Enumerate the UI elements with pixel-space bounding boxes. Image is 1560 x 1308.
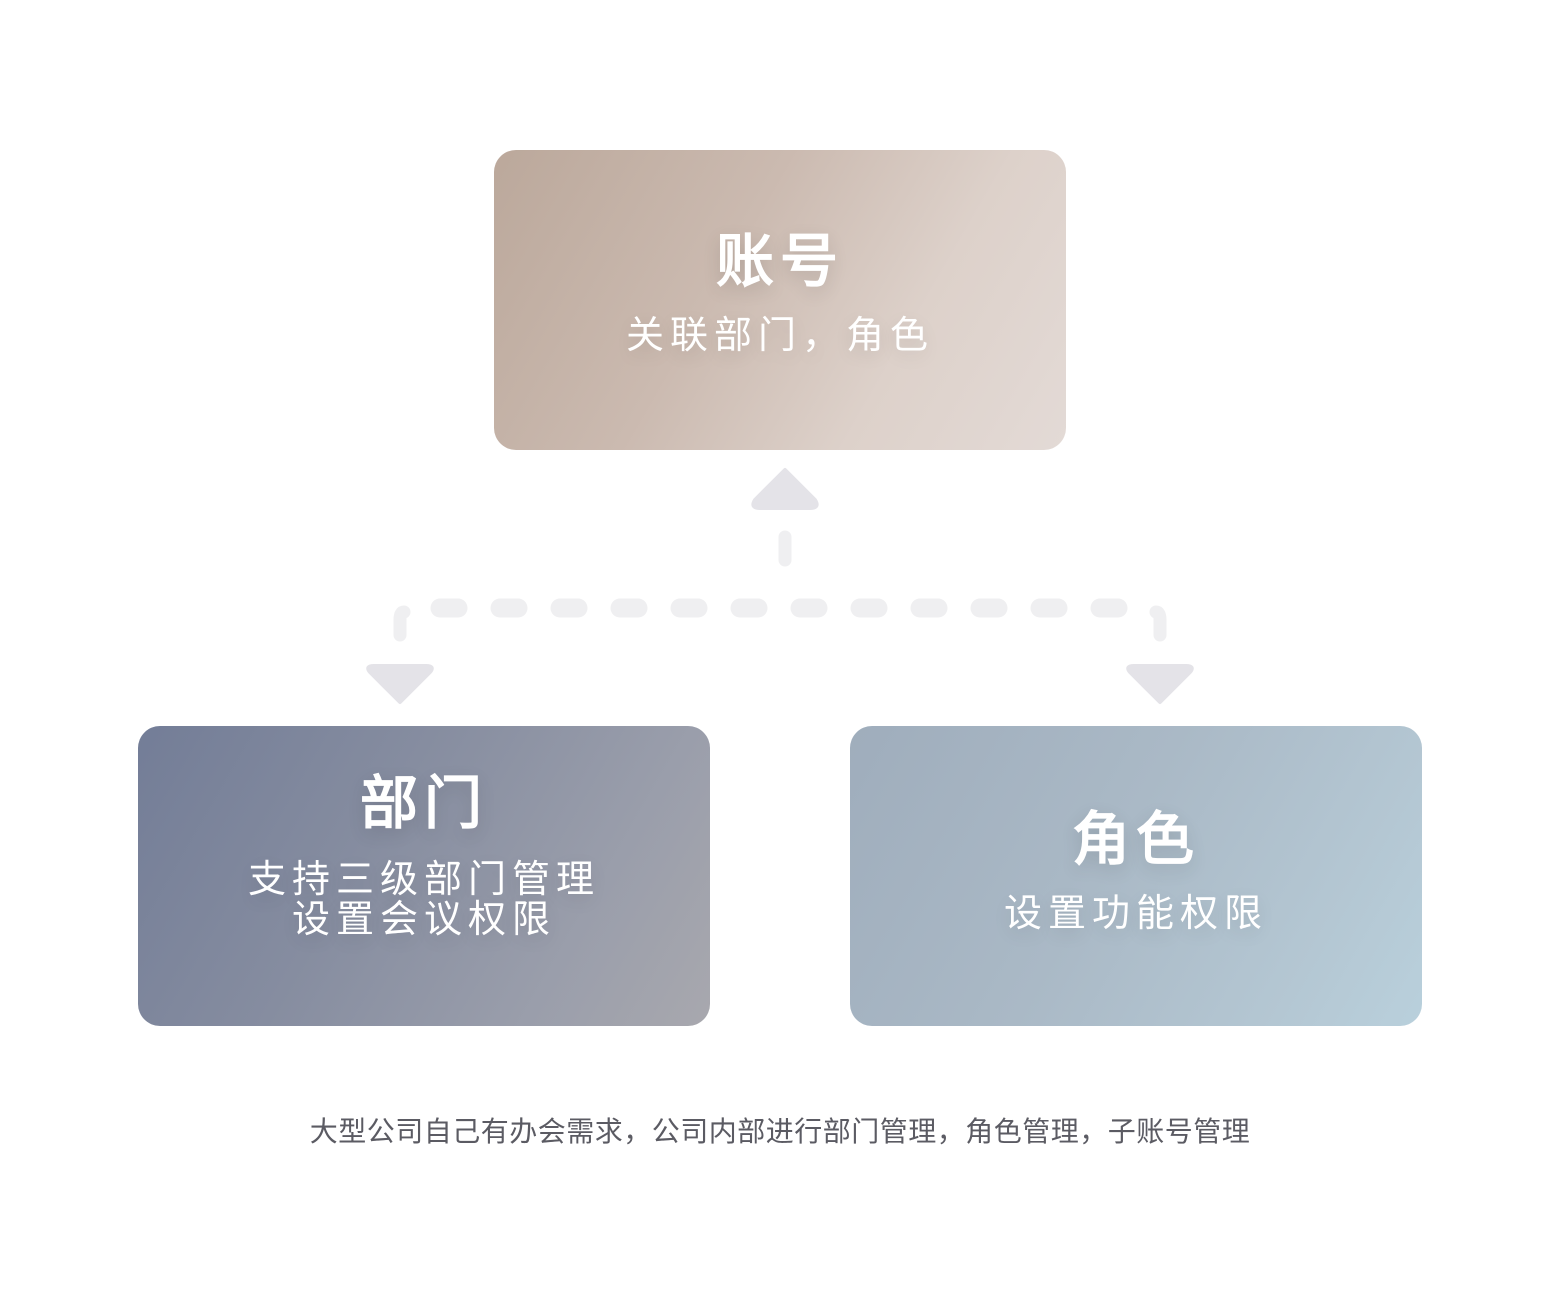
- node-description: 支持三级部门管理: [247, 857, 600, 901]
- left-corner-dash: [393, 605, 411, 642]
- arrow-down-right-icon: [1126, 664, 1194, 704]
- node-department: 部门 支持三级部门管理 设置会议权限: [138, 726, 710, 1026]
- right-corner-dash: [1149, 605, 1167, 642]
- diagram-caption: 大型公司自己有办会需求，公司内部进行部门管理，角色管理，子账号管理: [309, 1115, 1251, 1148]
- node-title: 部门: [359, 769, 488, 838]
- node-description: 设置会议权限: [291, 896, 556, 941]
- node-title: 角色: [1071, 805, 1200, 874]
- node-role: 角色 设置功能权限: [850, 726, 1422, 1026]
- arrow-down-left-icon: [366, 664, 434, 704]
- node-description: 关联部门，角色: [625, 312, 934, 357]
- node-account: 账号 关联部门，角色: [494, 150, 1066, 450]
- arrow-up-icon: [751, 468, 819, 510]
- node-title: 账号: [715, 227, 844, 296]
- node-description: 设置功能权限: [1003, 890, 1268, 935]
